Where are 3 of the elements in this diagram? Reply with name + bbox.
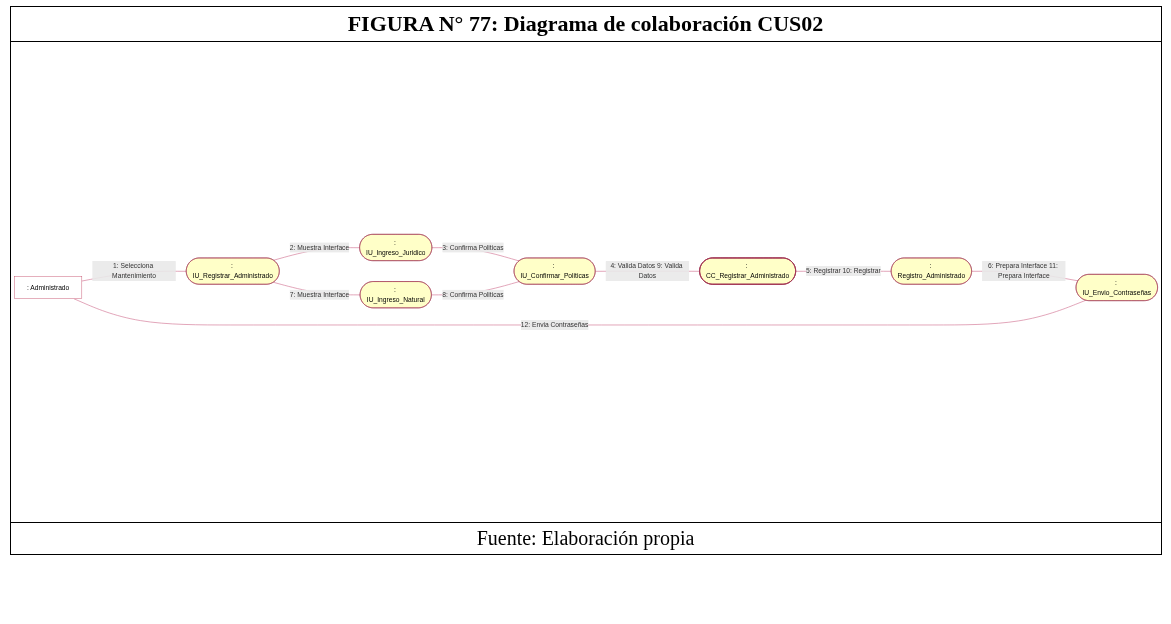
connector	[73, 298, 1086, 326]
figure-caption: Fuente: Elaboración propia	[10, 522, 1161, 554]
figure-title: FIGURA N° 77: Diagrama de colaboración CUS02	[10, 7, 1161, 42]
